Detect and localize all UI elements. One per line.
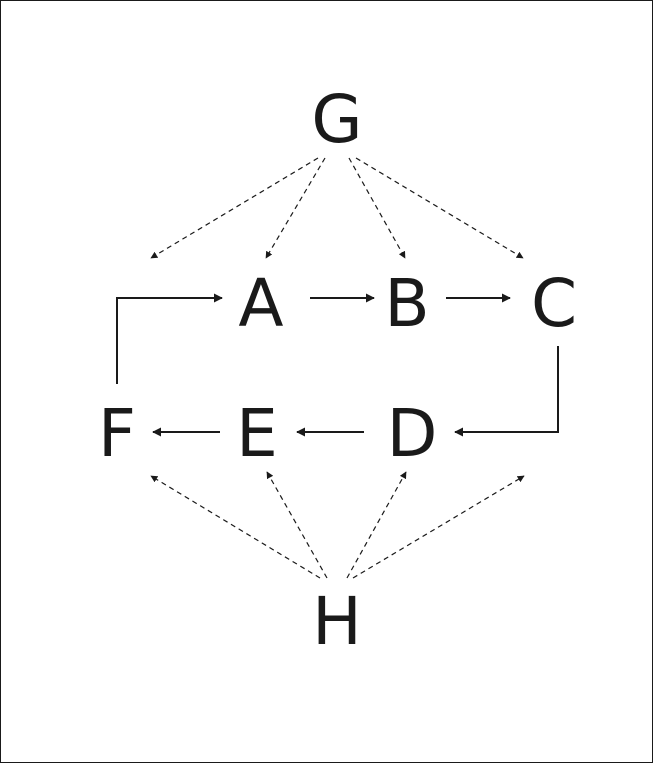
node-d: D xyxy=(387,395,438,472)
edge-f-to-a-arrow xyxy=(116,293,223,384)
edge-g-to-a-dashed-arrow xyxy=(265,157,326,259)
node-e: E xyxy=(236,395,278,472)
edge-h-to-e-dashed-arrow xyxy=(266,471,328,579)
node-h: H xyxy=(312,583,362,660)
nodes-layer: G A B C D E F H xyxy=(98,81,577,660)
node-c: C xyxy=(531,265,577,342)
edge-g-to-c-dashed-arrow xyxy=(355,157,524,259)
node-f: F xyxy=(98,395,136,472)
edge-h-to-d-dashed-arrow xyxy=(346,471,407,579)
edge-g-to-b-dashed-arrow xyxy=(348,157,406,259)
edge-h-to-c-dashed-arrow xyxy=(352,475,525,579)
node-b: B xyxy=(384,265,429,342)
node-g: G xyxy=(311,81,362,158)
edge-g-to-f-dashed-arrow xyxy=(150,157,319,259)
edge-h-to-f-dashed-arrow xyxy=(150,475,321,579)
edge-c-to-d-arrow xyxy=(454,346,559,437)
node-a: A xyxy=(238,265,283,342)
edges-layer xyxy=(116,157,559,579)
